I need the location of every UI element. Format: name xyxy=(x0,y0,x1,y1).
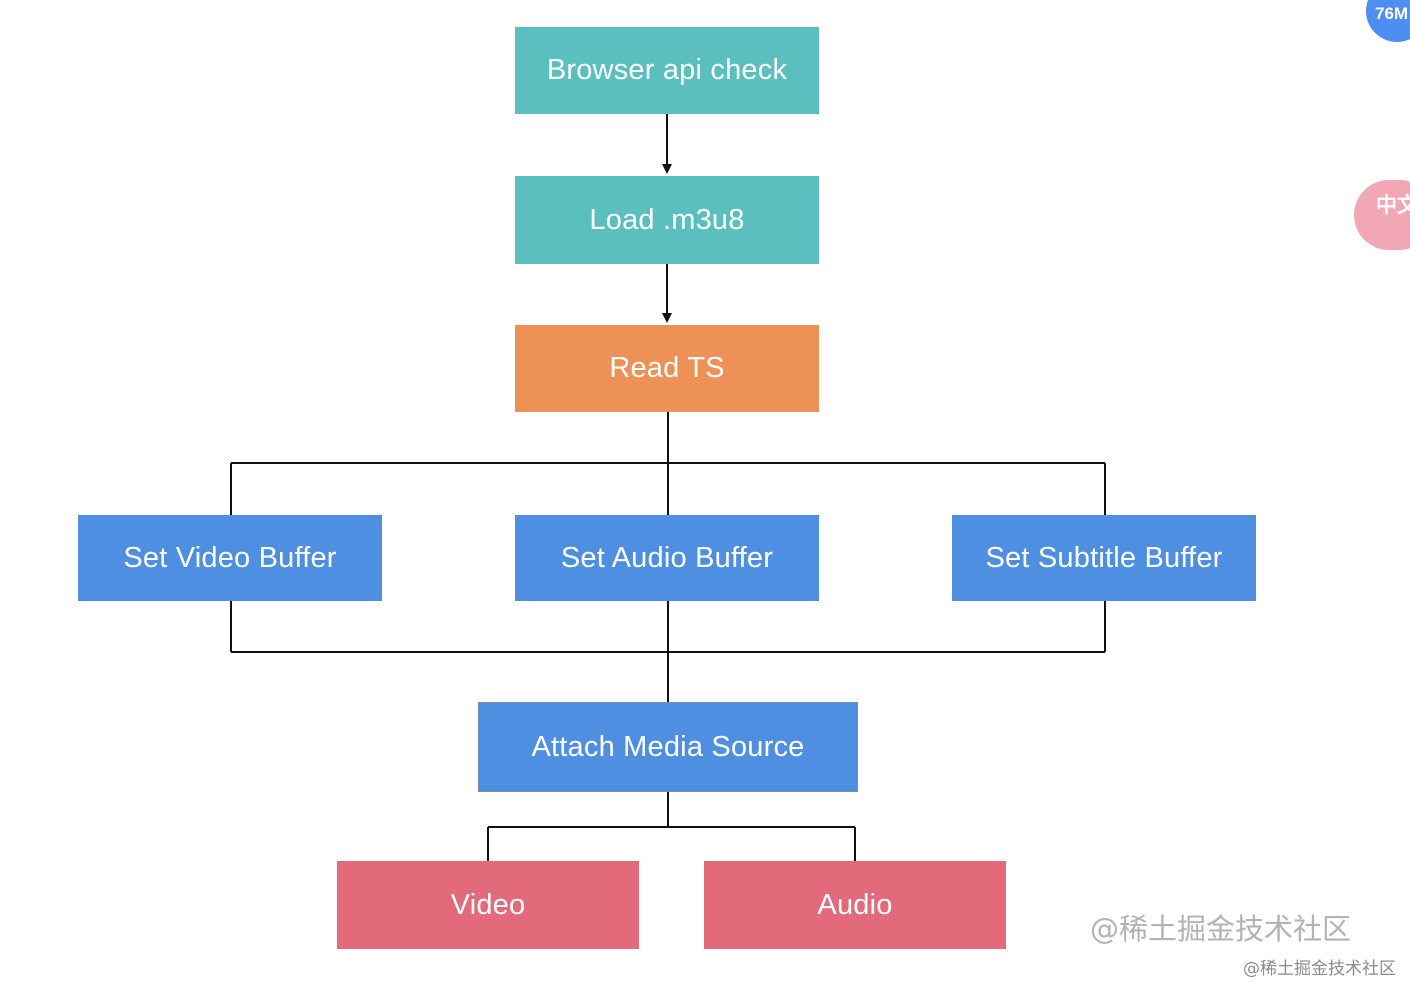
node-set-audio-buffer: Set Audio Buffer xyxy=(515,515,819,601)
node-audio: Audio xyxy=(704,861,1006,949)
node-browser-api-check: Browser api check xyxy=(515,27,819,114)
node-load-m3u8: Load .m3u8 xyxy=(515,176,819,264)
node-video: Video xyxy=(337,861,639,949)
node-set-video-buffer: Set Video Buffer xyxy=(78,515,382,601)
node-read-ts: Read TS xyxy=(515,325,819,412)
watermark: @稀土掘金技术社区 xyxy=(1090,912,1352,946)
node-attach-media-source: Attach Media Source xyxy=(478,702,858,792)
node-set-subtitle-buffer: Set Subtitle Buffer xyxy=(952,515,1256,601)
translate-icon[interactable]: 中文A xyxy=(1354,180,1410,250)
watermark-small: @稀土掘金技术社区 xyxy=(1243,959,1396,979)
